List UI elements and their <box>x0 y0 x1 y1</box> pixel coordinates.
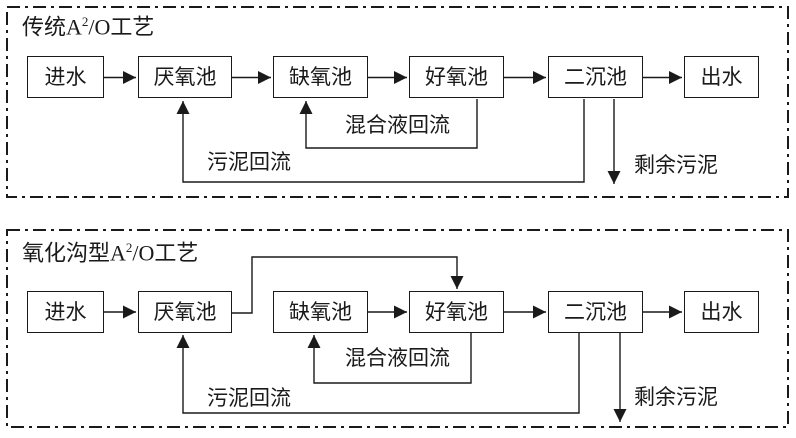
title-text: 传统A <box>22 14 82 40</box>
label-mixed-liquor-return-p1: 混合液回流 <box>345 113 450 137</box>
box-aerobic-tank-p2: 好氧池 <box>409 291 504 333</box>
title-text: 氧化沟型A <box>22 240 126 266</box>
title-superscript: 2 <box>125 240 133 255</box>
title-text: /O工艺 <box>132 240 199 266</box>
label-excess-sludge-p2: 剩余污泥 <box>634 385 718 409</box>
box-anaerobic-tank-p2: 厌氧池 <box>138 291 232 333</box>
box-effluent-p1: 出水 <box>684 56 759 98</box>
box-label: 厌氧池 <box>153 64 217 89</box>
box-label: 缺氧池 <box>289 64 352 89</box>
panel-title-oxidation-ditch: 氧化沟型A2/O工艺 <box>22 240 199 266</box>
box-secondary-clarifier-p2: 二沉池 <box>548 291 643 333</box>
panel-border-oxidation-ditch <box>6 229 789 428</box>
box-label: 进水 <box>44 64 87 89</box>
box-secondary-clarifier-p1: 二沉池 <box>548 56 643 98</box>
line-sludge-return-p1 <box>176 99 585 183</box>
box-label: 缺氧池 <box>289 299 352 324</box>
label-excess-sludge-p1: 剩余污泥 <box>634 153 718 177</box>
panel-border-traditional <box>6 6 789 198</box>
label-mixed-liquor-return-p2: 混合液回流 <box>345 346 450 370</box>
panel-title-traditional: 传统A2/O工艺 <box>22 14 155 40</box>
box-label: 厌氧池 <box>153 299 217 324</box>
box-label: 好氧池 <box>425 64 488 89</box>
box-label: 二沉池 <box>564 299 627 324</box>
box-label: 出水 <box>700 299 743 324</box>
box-anoxic-tank-p2: 缺氧池 <box>273 291 368 333</box>
label-sludge-return-p1: 污泥回流 <box>207 150 291 174</box>
line-sludge-return-p2 <box>176 333 580 414</box>
box-anoxic-tank-p1: 缺氧池 <box>273 56 368 98</box>
title-superscript: 2 <box>81 14 89 29</box>
box-anaerobic-tank-p1: 厌氧池 <box>138 56 232 98</box>
box-label: 出水 <box>700 64 743 89</box>
line-mixed-liquor-return-p2 <box>307 333 472 384</box>
line-anaerobic-bypass-aerobic-p2 <box>232 256 464 314</box>
box-aerobic-tank-p1: 好氧池 <box>409 56 504 98</box>
title-text: /O工艺 <box>88 14 155 40</box>
box-influent-p1: 进水 <box>27 56 104 98</box>
box-label: 进水 <box>44 299 87 324</box>
box-influent-p2: 进水 <box>27 291 104 333</box>
box-effluent-p2: 出水 <box>684 291 759 333</box>
label-sludge-return-p2: 污泥回流 <box>207 386 291 410</box>
box-label: 好氧池 <box>425 299 488 324</box>
line-mixed-liquor-return-p1 <box>299 99 478 149</box>
box-label: 二沉池 <box>564 64 627 89</box>
